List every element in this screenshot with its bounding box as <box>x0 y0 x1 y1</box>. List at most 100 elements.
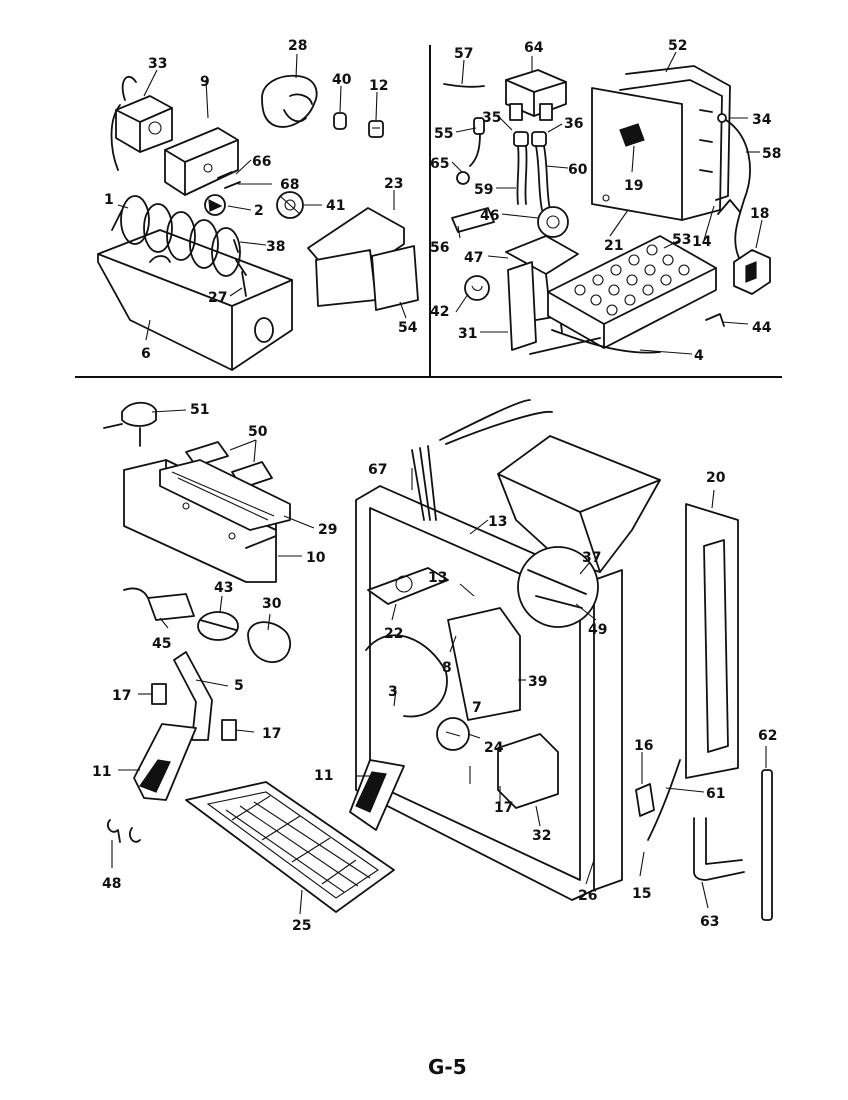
callout-67: 67 <box>368 462 387 478</box>
callout-1: 1 <box>104 192 114 208</box>
heater-coil-1 <box>111 195 247 277</box>
callout-61: 61 <box>706 786 725 802</box>
part-27-38 <box>233 239 247 297</box>
callout-15: 15 <box>632 886 651 902</box>
grille-25 <box>185 781 395 913</box>
part-40 <box>333 112 347 130</box>
cover-23 <box>307 207 405 307</box>
callout-31: 31 <box>458 326 477 342</box>
callout-18: 18 <box>750 206 769 222</box>
callout-11a: 11 <box>92 764 111 780</box>
callout-22: 22 <box>384 626 403 642</box>
callout-47: 47 <box>464 250 483 266</box>
callout-49: 49 <box>588 622 607 638</box>
part-12 <box>368 120 384 138</box>
clip-66-68 <box>217 171 241 189</box>
tube-16-61 <box>635 759 681 841</box>
callout-14: 14 <box>692 234 712 250</box>
part-24 <box>436 717 470 751</box>
motor-33 <box>110 76 173 171</box>
callout-48: 48 <box>102 876 121 892</box>
page-number: G-5 <box>428 1055 467 1079</box>
grommet-42 <box>464 275 490 301</box>
socket-45 <box>123 587 195 621</box>
callout-11b: 11 <box>314 768 333 784</box>
ice-chute-ducts <box>497 435 661 573</box>
callout-25: 25 <box>292 918 311 934</box>
channel-29 <box>159 459 291 531</box>
callout-17c: 17 <box>494 800 513 816</box>
bulb-30 <box>247 621 292 663</box>
callout-numbers: 33 9 28 40 12 66 68 2 41 1 23 38 27 6 54… <box>92 38 781 934</box>
callout-10: 10 <box>306 550 326 566</box>
callout-62: 62 <box>758 728 777 744</box>
callout-17b: 17 <box>262 726 281 742</box>
callout-57: 57 <box>454 46 473 62</box>
housing-52 <box>625 65 731 201</box>
bracket-8 <box>447 607 521 721</box>
callout-6: 6 <box>141 346 151 362</box>
callout-50: 50 <box>248 424 268 440</box>
wiring-67 <box>411 399 553 521</box>
tubes-59-60 <box>456 133 551 211</box>
lamp-43 <box>197 611 239 641</box>
valve-64 <box>505 69 567 121</box>
door-panel-20 <box>685 503 739 779</box>
arm-4 <box>529 329 661 355</box>
pad-54 <box>371 245 419 311</box>
callout-66: 66 <box>252 154 271 170</box>
cam-2 <box>204 194 226 216</box>
callout-54: 54 <box>398 320 418 336</box>
callout-43: 43 <box>214 580 233 596</box>
callout-20: 20 <box>706 470 726 486</box>
lever-5 <box>173 651 213 741</box>
callout-4: 4 <box>694 348 704 364</box>
grommet-46 <box>537 206 569 238</box>
callout-13a: 13 <box>488 514 507 530</box>
tube-56 <box>451 207 495 233</box>
tube-63 <box>693 817 745 881</box>
callout-23: 23 <box>384 176 403 192</box>
callout-64: 64 <box>524 40 544 56</box>
callout-37: 37 <box>582 550 601 566</box>
callout-58: 58 <box>762 146 781 162</box>
callout-9: 9 <box>200 74 210 90</box>
harness-58 <box>717 113 751 261</box>
thermostat-18 <box>733 249 771 295</box>
bracket-9 <box>164 127 239 196</box>
callout-35: 35 <box>482 110 501 126</box>
plate-22 <box>367 567 449 605</box>
gear-41 <box>276 191 304 219</box>
callout-16: 16 <box>634 738 653 754</box>
callout-45: 45 <box>152 636 171 652</box>
callout-68: 68 <box>280 177 299 193</box>
callout-65: 65 <box>430 156 449 172</box>
tube-57 <box>443 83 485 88</box>
callout-27: 27 <box>208 290 227 306</box>
clip-14 <box>717 199 741 215</box>
bushing-28 <box>261 74 318 128</box>
solenoid-32 <box>497 733 559 809</box>
spring-48 <box>106 819 141 843</box>
housing-6 <box>97 229 293 371</box>
callout-29: 29 <box>318 522 337 538</box>
callout-17a: 17 <box>112 688 131 704</box>
callout-53: 53 <box>672 232 691 248</box>
mold-panel-21 <box>591 79 723 221</box>
callout-24: 24 <box>484 740 504 756</box>
tube-62 <box>761 769 773 921</box>
callout-56: 56 <box>430 240 449 256</box>
callout-63: 63 <box>700 914 719 930</box>
callout-46: 46 <box>480 208 499 224</box>
callout-30: 30 <box>262 596 282 612</box>
callout-44: 44 <box>752 320 772 336</box>
bracket-31 <box>507 261 563 351</box>
clip-44 <box>705 313 725 327</box>
callout-60: 60 <box>568 162 588 178</box>
callout-2: 2 <box>254 203 264 219</box>
paddle-11-right <box>349 759 405 831</box>
callout-5: 5 <box>234 678 244 694</box>
callout-36: 36 <box>564 116 583 132</box>
callout-13b: 13 <box>428 570 447 586</box>
